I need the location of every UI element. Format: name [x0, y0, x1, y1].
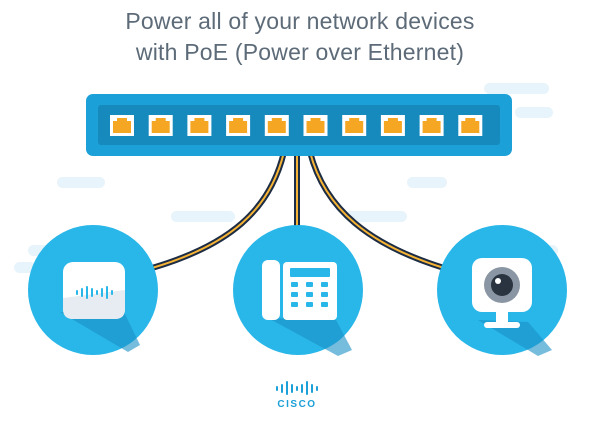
ethernet-cables: [149, 149, 447, 271]
switch-port: [458, 115, 483, 136]
access-point-device: [28, 225, 158, 355]
switch-port: [419, 115, 444, 136]
switch-port: [303, 115, 328, 136]
switch-port: [187, 115, 212, 136]
camera-icon: [472, 258, 532, 328]
access-point-icon: [63, 262, 125, 319]
ip-camera-device: [437, 225, 567, 356]
switch-port: [226, 115, 251, 136]
cisco-logo-icon: [276, 381, 318, 395]
ip-phone-device: [233, 225, 363, 356]
headline-line-1: Power all of your network devices: [125, 8, 475, 34]
headline: Power all of your network devices with P…: [0, 6, 600, 68]
switch-port: [148, 115, 173, 136]
switch-port: [342, 115, 367, 136]
phone-icon: [262, 260, 337, 320]
switch-port: [380, 115, 405, 136]
switch-port: [264, 115, 289, 136]
headline-line-2: with PoE (Power over Ethernet): [135, 39, 465, 65]
switch-port: [110, 115, 134, 136]
network-switch: [86, 94, 512, 156]
cisco-wordmark: CISCO: [277, 399, 316, 410]
